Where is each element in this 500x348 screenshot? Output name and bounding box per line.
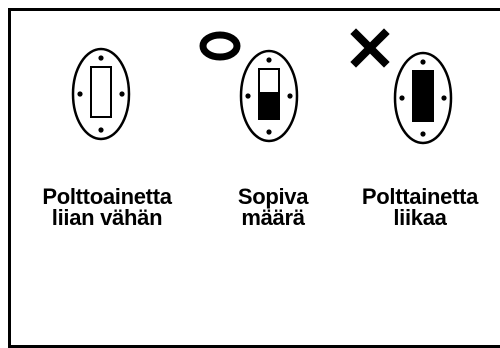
fuel-gauge-high-icon <box>393 51 453 145</box>
cross-icon <box>350 28 390 68</box>
caption-too-much: Polttainetta liikaa <box>335 184 500 230</box>
caption-too-much-line2: liikaa <box>393 205 447 230</box>
caption-too-little-line1: Polttoainetta <box>42 184 172 209</box>
fuel-gauge-low-icon <box>71 47 131 141</box>
caption-correct-line2: määrä <box>241 205 305 230</box>
caption-too-little-line2: liian vähän <box>51 205 163 230</box>
circle-ok-icon <box>199 31 241 61</box>
fuel-gauge-correct-icon <box>239 49 299 143</box>
caption-too-much-line1: Polttainetta <box>361 184 479 209</box>
caption-too-little: Polttoainetta liian vähän <box>22 184 192 230</box>
caption-correct: Sopiva määrä <box>188 184 358 230</box>
caption-correct-line1: Sopiva <box>237 184 309 209</box>
